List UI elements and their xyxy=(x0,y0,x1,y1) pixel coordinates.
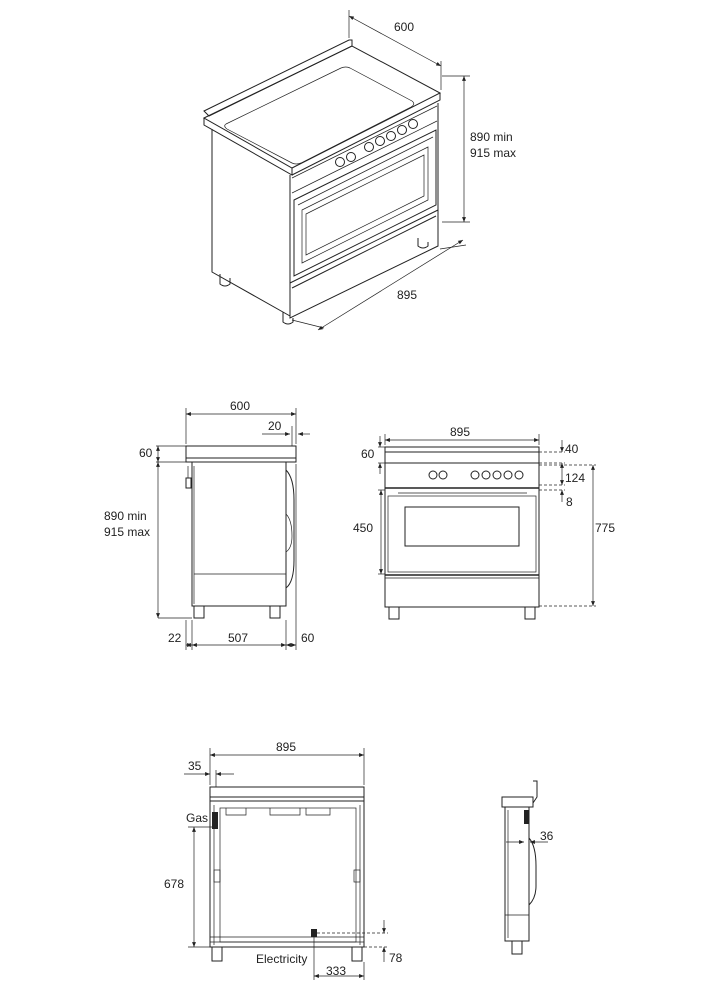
perspective-depth-label: 600 xyxy=(394,20,414,34)
front-oven-height-label: 450 xyxy=(353,521,373,535)
rear-width-label: 895 xyxy=(276,740,296,754)
side-back-offset-label: 22 xyxy=(168,631,182,645)
side-front-offset-label: 60 xyxy=(301,631,315,645)
front-top-height-label: 60 xyxy=(361,447,375,461)
front-panel-to-oven-label: 124 xyxy=(565,471,585,485)
perspective-view: 600 890 min 915 max 895 xyxy=(202,10,516,331)
rear-view: 895 35 Gas 678 Electricity 333 78 xyxy=(164,740,403,980)
front-width-label: 895 xyxy=(450,425,470,439)
side-height-max-label: 915 max xyxy=(104,525,150,539)
side-base-depth-label: 507 xyxy=(228,631,248,645)
rear-left-offset-label: 35 xyxy=(188,759,202,773)
gas-label: Gas xyxy=(186,811,208,825)
perspective-height-max-label: 915 max xyxy=(470,146,516,160)
front-gap-label: 8 xyxy=(566,495,573,509)
perspective-height-min-label: 890 min xyxy=(470,130,513,144)
rear-elec-offset-label: 333 xyxy=(326,964,346,978)
side-height-min-label: 890 min xyxy=(104,509,147,523)
rear-elec-height-label: 78 xyxy=(389,951,403,965)
front-panel-height-label: 40 xyxy=(565,442,579,456)
front-view: 895 60 40 124 8 775 450 xyxy=(353,425,615,620)
front-base-height-label: 775 xyxy=(595,521,615,535)
side-depth-label: 600 xyxy=(230,399,250,413)
electricity-label: Electricity xyxy=(256,952,307,966)
detail-depth-label: 36 xyxy=(540,829,554,843)
side-top-height-label: 60 xyxy=(139,446,153,460)
gas-connection-icon xyxy=(212,812,218,829)
side-view: 600 20 60 890 min 915 max 22 507 60 xyxy=(104,399,315,650)
perspective-width-label: 895 xyxy=(397,288,417,302)
electricity-connection-icon xyxy=(311,929,317,937)
side-detail-view: 36 xyxy=(501,780,554,955)
side-top-offset-label: 20 xyxy=(268,419,282,433)
rear-gas-height-label: 678 xyxy=(164,877,184,891)
side-connection-icon xyxy=(524,810,529,824)
